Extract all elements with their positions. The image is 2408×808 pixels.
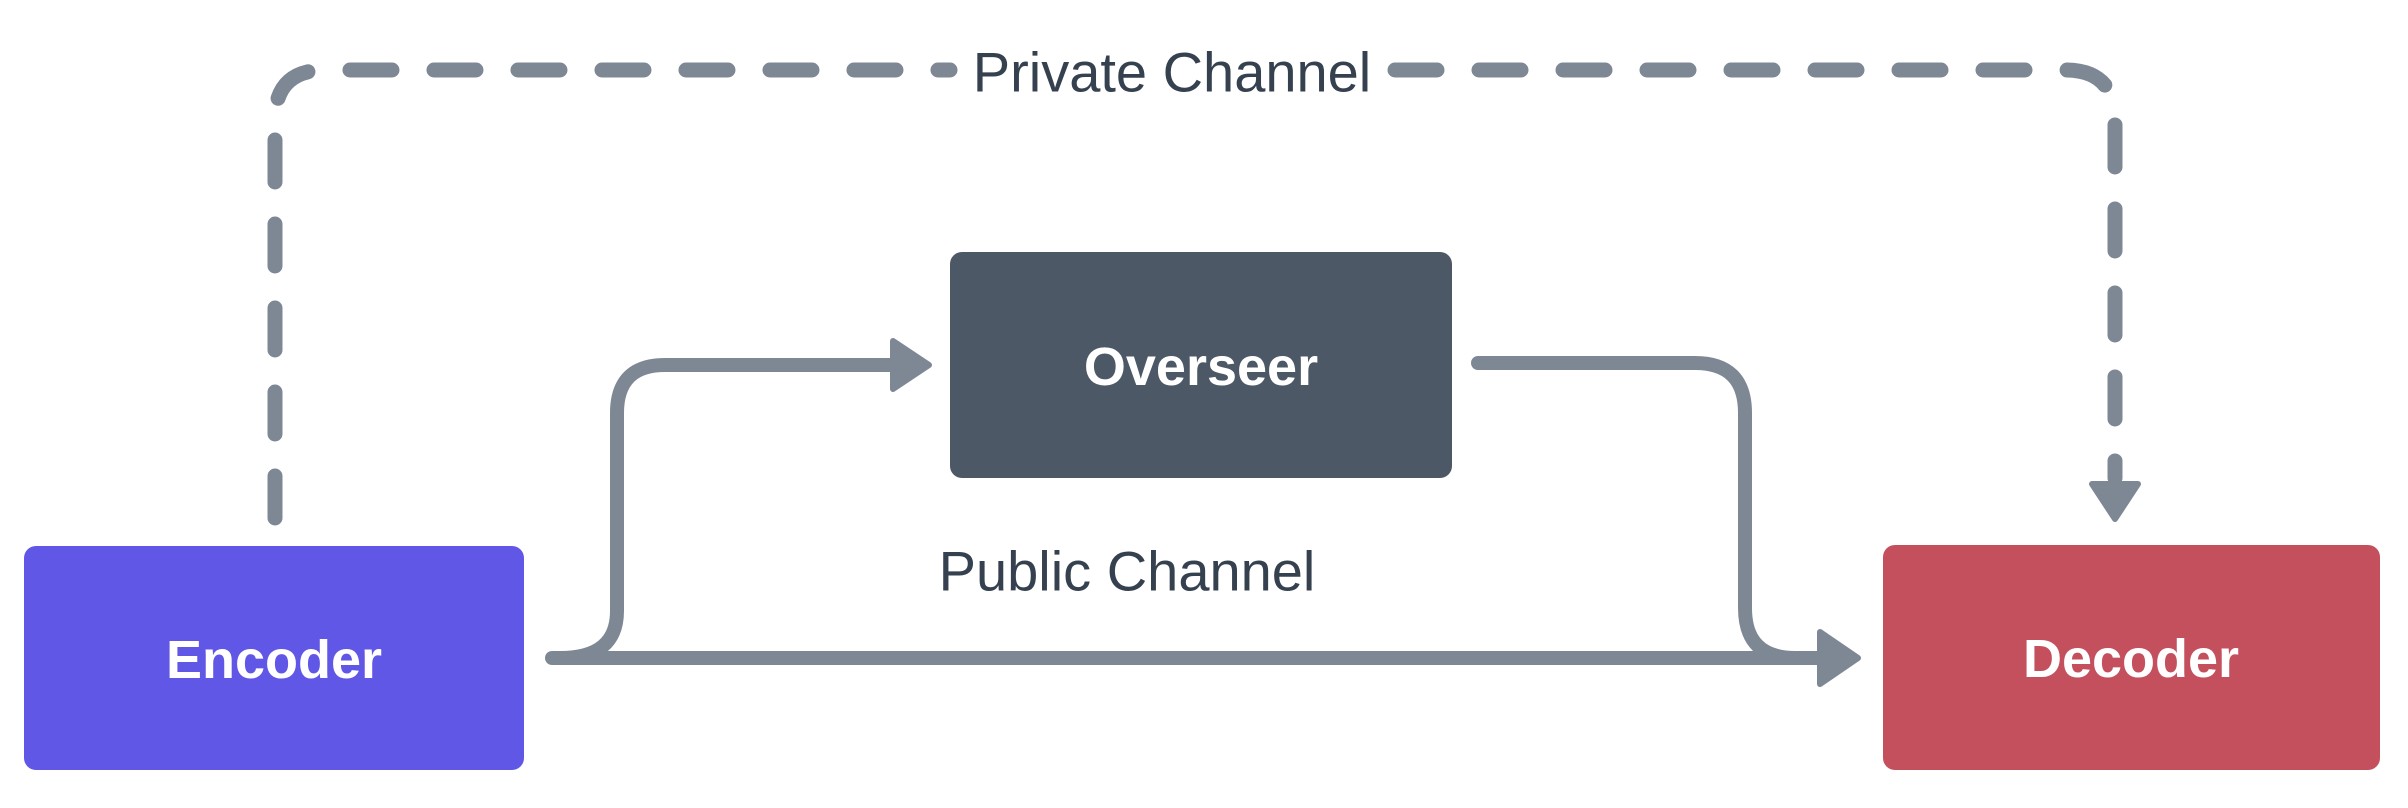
overseer-label: Overseer (1084, 337, 1318, 397)
overseer-arrowhead-icon (890, 338, 932, 392)
overseer-box (950, 252, 1452, 478)
public-channel-label: Public Channel (939, 540, 1316, 603)
encoder-label: Encoder (166, 630, 382, 690)
private-channel-arrowhead-icon (2089, 481, 2141, 522)
public-channel-branch-to-overseer (553, 358, 898, 665)
decoder-box (1883, 545, 2380, 770)
decoder-arrowhead-icon (1817, 629, 1861, 687)
decoder-label: Decoder (2023, 629, 2239, 689)
overseer-node: Overseer (950, 252, 1452, 478)
private-channel-line-right (1387, 62, 2123, 486)
private-channel-label: Private Channel (973, 41, 1371, 104)
encoder-box (24, 546, 524, 770)
encoder-node: Encoder (24, 546, 524, 770)
public-channel-path (545, 338, 1861, 687)
private-channel-path (267, 62, 2141, 526)
public-channel-return-from-overseer (1471, 356, 1819, 665)
decoder-node: Decoder (1883, 545, 2380, 770)
private-channel-line-left (267, 62, 958, 526)
